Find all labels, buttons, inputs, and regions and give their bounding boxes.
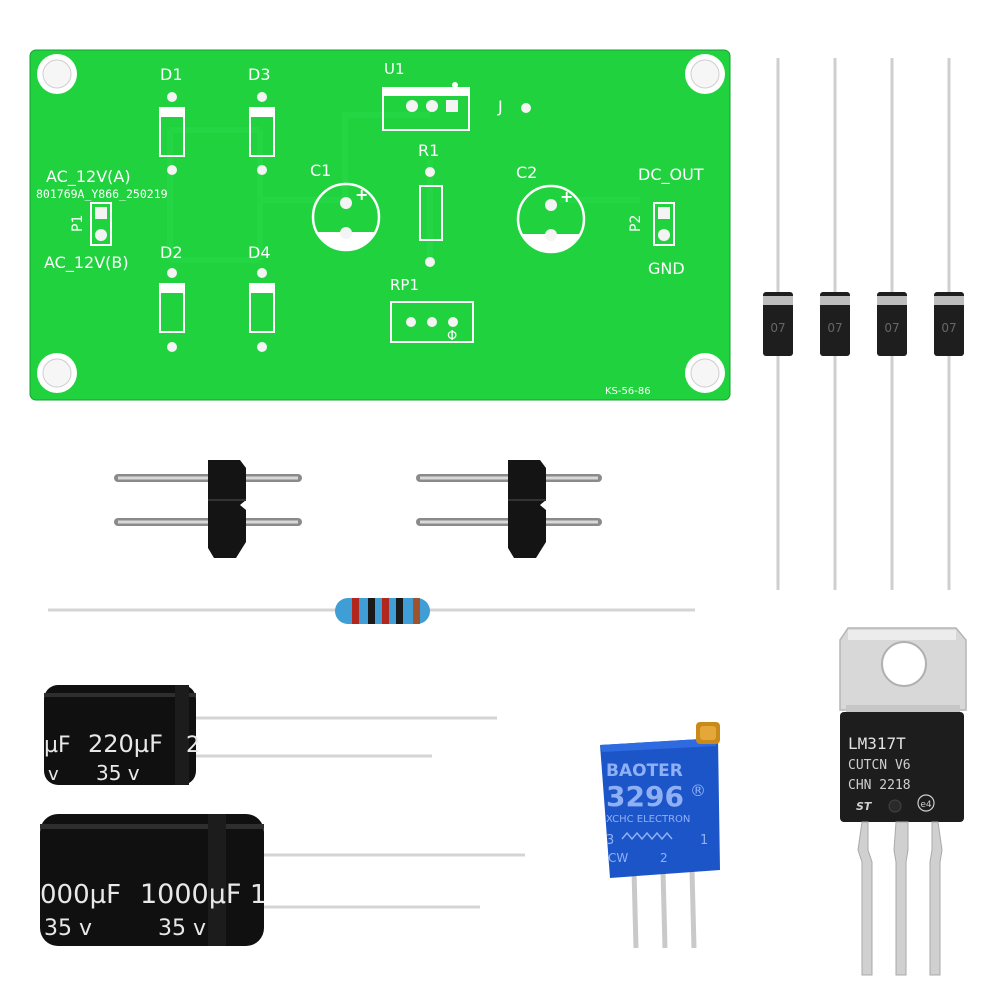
pot-registered: ® [690, 781, 706, 800]
label-dc-out: DC_OUT [638, 165, 704, 185]
pot-pin1: 1 [700, 833, 708, 848]
regulator-footprint-u1 [382, 82, 470, 131]
reg-line3: CHN 2218 [848, 778, 911, 793]
cap-220-voltage: 35 v [96, 761, 140, 785]
mounting-hole [37, 54, 77, 94]
diode-footprint-d2 [159, 268, 185, 352]
resistor [48, 598, 695, 624]
reg-line2: CUTCN V6 [848, 758, 911, 773]
pin-header-right [416, 460, 602, 558]
cap-1000-value-tail: 1 [250, 880, 267, 910]
diode: 07 [877, 58, 907, 590]
mounting-hole [685, 353, 725, 393]
pot-model: 3296 [606, 780, 684, 813]
capacitor-1000uf: 000µF 1000µF 1 35 v 35 v [40, 814, 525, 946]
pot-maker: XCHC ELECTRON [606, 814, 690, 825]
label-u1: U1 [384, 60, 405, 78]
label-c2: C2 [516, 163, 537, 182]
lm317t-regulator: LM317T CUTCN V6 CHN 2218 ST e4 [839, 627, 967, 976]
label-ac-b: AC_12V(B) [44, 253, 129, 273]
pot-brand: BAOTER [606, 761, 683, 781]
mounting-hole [37, 353, 77, 393]
pot-pin3: 3 [606, 833, 614, 848]
trimpot-footprint-rp1: Φ [390, 301, 474, 344]
label-d4: D4 [248, 243, 271, 262]
cap-1000-value-partial: 000µF [40, 880, 121, 910]
cap-1000-value: 1000µF [140, 879, 241, 910]
cap-220-voltage-partial: v [48, 764, 59, 785]
st-logo: ST [856, 800, 873, 813]
label-r1: R1 [418, 141, 439, 160]
cap-220-value-tail: 2 [186, 733, 200, 758]
label-p1: P1 [70, 215, 86, 232]
diode-footprint-d3 [249, 92, 275, 175]
capacitor-footprint-c1: + [311, 182, 381, 252]
label-d1: D1 [160, 65, 183, 84]
mounting-hole [685, 54, 725, 94]
label-board-code: 801769A_Y866_250219 [36, 187, 168, 201]
label-j: J [497, 97, 503, 116]
polarity-plus: + [355, 185, 368, 204]
label-d3: D3 [248, 65, 271, 84]
capacitor-220uf: µF 220µF 2 v 35 v [44, 685, 497, 785]
pin-header-left [114, 460, 302, 558]
resistor-footprint-r1 [419, 167, 443, 267]
diode: 07 [820, 58, 850, 590]
cap-1000-voltage-partial: 35 v [44, 916, 92, 941]
reg-part: LM317T [848, 734, 906, 753]
diode-marking: 07 [941, 321, 956, 335]
label-p2: P2 [628, 215, 644, 232]
diode-footprint-d1 [159, 92, 185, 175]
label-gnd: GND [648, 259, 685, 278]
e4-mark: e4 [920, 800, 932, 810]
diode-marking: 07 [827, 321, 842, 335]
diode-footprint-d4 [249, 268, 275, 352]
trimmer-potentiometer: BAOTER 3296 ® XCHC ELECTRON 3 1 CW 2 [600, 722, 720, 949]
label-c1: C1 [310, 161, 331, 180]
header-footprint-p2 [653, 202, 675, 246]
diode: 07 [763, 58, 793, 590]
diode-marking: 07 [770, 321, 785, 335]
capacitor-footprint-c2: + [516, 184, 586, 254]
jumper-pad-j [521, 103, 531, 113]
label-phi: Φ [447, 329, 457, 344]
pot-pin2: 2 [660, 851, 668, 865]
diode: 07 [934, 58, 964, 590]
cap-220-value: 220µF [88, 730, 163, 758]
label-ac-a: AC_12V(A) [46, 167, 131, 187]
label-d2: D2 [160, 243, 183, 262]
label-ks: KS-56-86 [605, 386, 651, 397]
cap-220-value-partial: µF [44, 733, 71, 758]
cap-1000-voltage: 35 v [158, 916, 206, 941]
label-rp1: RP1 [390, 276, 419, 294]
header-footprint-p1 [90, 202, 112, 246]
diode-marking: 07 [884, 321, 899, 335]
pcb-board: D1 D3 D2 D4 U1 J R1 C1 C2 AC_12V(A) 8017… [29, 49, 731, 401]
diode-1n4007-set: 07 07 07 07 [763, 58, 964, 590]
pot-cw: CW [608, 851, 628, 865]
polarity-plus: + [560, 187, 573, 206]
